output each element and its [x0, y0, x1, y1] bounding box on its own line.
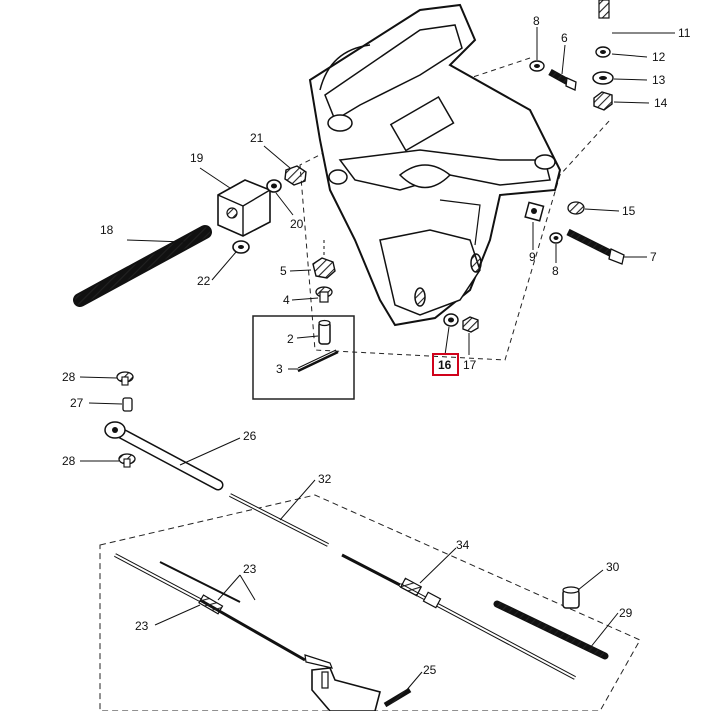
nut-part-15 — [567, 201, 585, 215]
callout-19: 19 — [190, 151, 204, 165]
callout-4: 4 — [283, 293, 290, 307]
callout-34: 34 — [456, 538, 470, 552]
callout-18: 18 — [100, 223, 114, 237]
screw-part-28-top — [116, 371, 134, 386]
callout-17: 17 — [463, 358, 477, 372]
callout-22: 22 — [197, 274, 211, 288]
nut-part-17 — [462, 316, 479, 333]
callout-26: 26 — [243, 429, 257, 443]
callout-16: 16 — [438, 358, 452, 372]
callout-5: 5 — [280, 264, 287, 278]
callout-11: 11 — [678, 26, 691, 40]
callout-8-top: 8 — [533, 14, 540, 28]
nut-part-14 — [593, 91, 613, 111]
pin-part-2 — [318, 319, 331, 345]
spring-part-25 — [383, 687, 412, 708]
dashed-cable-kit-outline — [99, 494, 641, 711]
callout-28-bottom: 28 — [62, 454, 76, 468]
callout-6: 6 — [561, 31, 568, 45]
callout-12: 12 — [652, 50, 666, 64]
leader-lines — [79, 27, 675, 693]
nut-part-21 — [284, 165, 307, 186]
screw-part-6 — [548, 68, 577, 91]
bolt-part-7 — [566, 228, 625, 265]
bushing-part-12 — [595, 46, 611, 58]
callout-21: 21 — [250, 131, 264, 145]
block-part-19 — [217, 179, 271, 237]
star-knob-part-5 — [312, 240, 336, 279]
callout-30: 30 — [606, 560, 620, 574]
washer-part-13 — [592, 71, 614, 85]
callout-7: 7 — [650, 250, 657, 264]
clip-bracket — [311, 667, 381, 711]
nut-part-8-lower — [549, 232, 563, 244]
callout-29: 29 — [619, 606, 633, 620]
callout-3: 3 — [276, 362, 283, 376]
callout-28-top: 28 — [62, 370, 76, 384]
callout-15: 15 — [622, 204, 636, 218]
setscrew-part-11 — [598, 0, 610, 19]
cable-part-23 — [114, 553, 333, 669]
screw-part-28-bottom — [118, 453, 136, 468]
callout-9: 9 — [529, 250, 536, 264]
callout-32: 32 — [318, 472, 332, 486]
callout-14: 14 — [654, 96, 668, 110]
callout-8-lower: 8 — [552, 264, 559, 278]
nut-part-8-top — [529, 60, 545, 72]
cable-part-34 — [341, 553, 576, 680]
square-washer-part-9 — [524, 201, 545, 222]
rod-part-29 — [493, 600, 609, 660]
callout-2: 2 — [287, 332, 294, 346]
callout-20: 20 — [290, 217, 304, 231]
bushing-part-30 — [562, 586, 580, 609]
bracket-housing — [308, 3, 562, 327]
cotter-pin-part-3 — [297, 349, 339, 373]
callout-labels: 8 6 11 12 13 14 15 7 9 8 16 17 18 19 21 … — [62, 14, 691, 677]
pin-part-27 — [122, 397, 133, 412]
callout-24: 23 — [243, 562, 257, 576]
highlight-box-part-16 — [432, 353, 459, 376]
link-arm-part-26 — [104, 421, 224, 491]
bolt-part-4 — [315, 286, 333, 303]
inset-box — [252, 315, 355, 400]
washer-part-16 — [443, 313, 459, 327]
callout-25: 25 — [423, 663, 437, 677]
callout-13: 13 — [652, 73, 666, 87]
threaded-rod-part-18 — [73, 225, 212, 307]
callout-27: 27 — [70, 396, 84, 410]
callout-23: 23 — [135, 619, 149, 633]
